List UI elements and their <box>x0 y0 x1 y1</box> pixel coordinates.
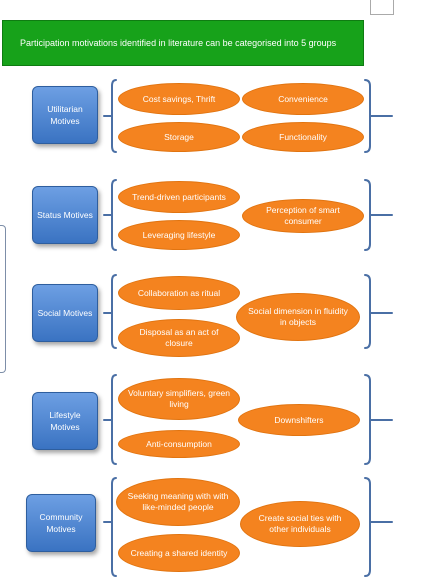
motive-box-community: Community Motives <box>26 494 96 552</box>
motive-item-text: Functionality <box>279 131 327 142</box>
motive-item: Trend-driven participants <box>118 181 240 213</box>
motive-item: Creating a shared identity <box>118 534 240 572</box>
motive-item-text: Leveraging lifestyle <box>142 229 216 240</box>
right-bracket-social <box>364 274 393 349</box>
motive-box-social: Social Motives <box>32 284 98 342</box>
motive-item-text: Cost savings, Thrift <box>142 93 216 104</box>
motive-item: Functionality <box>242 122 364 152</box>
motive-item-text: Anti-consumption <box>146 438 212 449</box>
motive-item: Leveraging lifestyle <box>118 220 240 250</box>
motive-item-text: Downshifters <box>274 414 324 425</box>
left-bracket-status <box>103 179 117 251</box>
motive-item-text: Trend-driven participants <box>132 191 226 202</box>
motive-label: Community Motives <box>39 512 83 534</box>
left-bracket-lifestyle <box>103 374 117 465</box>
motive-label: Utilitarian Motives <box>47 104 83 126</box>
motive-label: Lifestyle Motives <box>49 410 81 432</box>
motive-item-text: Storage <box>164 131 194 142</box>
motive-box-lifestyle: Lifestyle Motives <box>32 392 98 450</box>
left-bracket-social <box>103 274 117 349</box>
right-bracket-community <box>364 477 393 577</box>
motive-item: Collaboration as ritual <box>118 276 240 310</box>
motive-label: Social Motives <box>37 308 93 318</box>
motive-item: Downshifters <box>238 404 360 436</box>
title-banner: Participation motivations identified in … <box>2 20 364 66</box>
motive-item: Storage <box>118 122 240 152</box>
motive-item-text: Perception of smart consumer <box>266 205 340 226</box>
left-bracket-utilitarian <box>103 79 117 153</box>
left-frame-edge <box>0 225 6 373</box>
motive-item: Cost savings, Thrift <box>118 83 240 115</box>
motive-item: Social dimension in fluidity in objects <box>236 293 360 341</box>
left-bracket-community <box>103 477 117 577</box>
right-bracket-lifestyle <box>364 374 393 465</box>
motive-box-utilitarian: Utilitarian Motives <box>32 86 98 144</box>
motive-label: Status Motives <box>37 210 93 220</box>
top-frame-box <box>370 0 394 15</box>
motive-item: Convenience <box>242 83 364 115</box>
motive-item: Disposal as an act of closure <box>118 319 240 357</box>
motive-item-text: Voluntary simplifiers, green living <box>127 388 231 409</box>
banner-text: Participation motivations identified in … <box>20 38 337 48</box>
motive-item-text: Social dimension in fluidity in objects <box>248 306 348 327</box>
motive-item-text: Create social ties with other individual… <box>258 513 342 534</box>
right-bracket-utilitarian <box>364 79 393 153</box>
motive-item-text: Creating a shared identity <box>130 547 228 558</box>
motive-item: Perception of smart consumer <box>242 199 364 233</box>
motive-item-text: Convenience <box>278 93 328 104</box>
motive-item-text: Seeking meaning with with like-minded pe… <box>127 491 229 512</box>
motive-item: Voluntary simplifiers, green living <box>118 378 240 420</box>
motive-item: Create social ties with other individual… <box>240 501 360 547</box>
motive-item-text: Collaboration as ritual <box>137 287 221 298</box>
right-bracket-status <box>364 179 393 251</box>
motive-box-status: Status Motives <box>32 186 98 244</box>
motive-item-text: Disposal as an act of closure <box>139 327 219 348</box>
motive-item: Anti-consumption <box>118 430 240 458</box>
motive-item: Seeking meaning with with like-minded pe… <box>116 478 240 526</box>
